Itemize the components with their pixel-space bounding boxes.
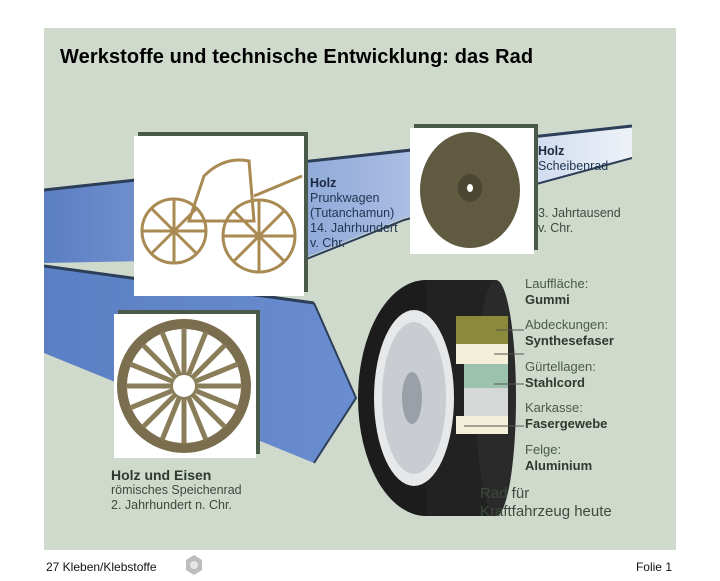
disc-wheel-date: 3. Jahrtausend v. Chr.	[538, 206, 621, 236]
chariot-icon	[140, 158, 303, 274]
spoke-wheel-line: römisches Speichenrad	[111, 483, 242, 497]
chariot-material: Holz	[310, 176, 337, 190]
chariot-photo	[134, 136, 304, 296]
spoke-wheel-photo	[114, 314, 256, 458]
tire-illustration	[358, 280, 524, 516]
layer-label: Abdeckungen:	[525, 317, 609, 332]
spoke-wheel-icon	[117, 319, 251, 453]
chariot-line: v. Chr.	[310, 236, 346, 250]
chariot-line: 14. Jahrhundert	[310, 221, 398, 235]
tire-layer-belt: Gürtellagen: Stahlcord	[525, 359, 596, 391]
layer-label: Karkasse:	[525, 400, 583, 415]
disc-wheel-material: Holz	[538, 144, 565, 158]
disc-wheel-label: Holz Scheibenrad	[538, 144, 608, 174]
layer-label: Felge:	[525, 442, 562, 457]
disc-wheel-date-line: 3. Jahrtausend	[538, 206, 621, 220]
logo-icon	[186, 555, 202, 575]
layer-value: Stahlcord	[525, 375, 585, 390]
layer-label: Lauffläche:	[525, 276, 589, 291]
spoke-wheel-material: Holz und Eisen	[111, 467, 212, 483]
slide-title: Werkstoffe und technische Entwicklung: d…	[60, 46, 534, 68]
chariot-line: (Tutanchamun)	[310, 206, 395, 220]
chariot-label: Holz Prunkwagen (Tutanchamun) 14. Jahrhu…	[310, 176, 398, 251]
tire-layer-carcass: Karkasse: Fasergewebe	[525, 400, 607, 432]
tire-layer-rim: Felge: Aluminium	[525, 442, 592, 474]
disc-wheel-date-line: v. Chr.	[538, 221, 574, 235]
chariot-line: Prunkwagen	[310, 191, 380, 205]
disc-wheel-line: Scheibenrad	[538, 159, 609, 173]
disc-wheel-icon	[420, 132, 520, 248]
footer-slide-number: Folie 1	[635, 560, 672, 574]
tire-caption-line: Kraftfahrzeug heute	[480, 503, 612, 520]
tire-layer-cover: Abdeckungen: Synthesefaser	[525, 317, 614, 349]
disc-wheel-photo	[410, 128, 534, 254]
slide: Werkstoffe und technische Entwicklung: d…	[44, 28, 676, 550]
tire-layer-tread: Lauffläche: Gummi	[525, 276, 588, 308]
layer-label: Gürtellagen:	[525, 359, 596, 374]
spoke-wheel-label: Holz und Eisen römisches Speichenrad 2. …	[111, 468, 242, 513]
layer-value: Aluminium	[525, 458, 593, 473]
spoke-wheel-line: 2. Jahrhundert n. Chr.	[111, 498, 232, 512]
tire-caption-line: Rad für	[480, 485, 530, 502]
footer-course: 27 Kleben/Klebstoffe	[46, 560, 157, 574]
layer-value: Fasergewebe	[525, 416, 608, 431]
layer-value: Gummi	[525, 292, 570, 307]
layer-value: Synthesefaser	[525, 333, 614, 348]
tire-caption: Rad für Kraftfahrzeug heute	[480, 485, 612, 521]
